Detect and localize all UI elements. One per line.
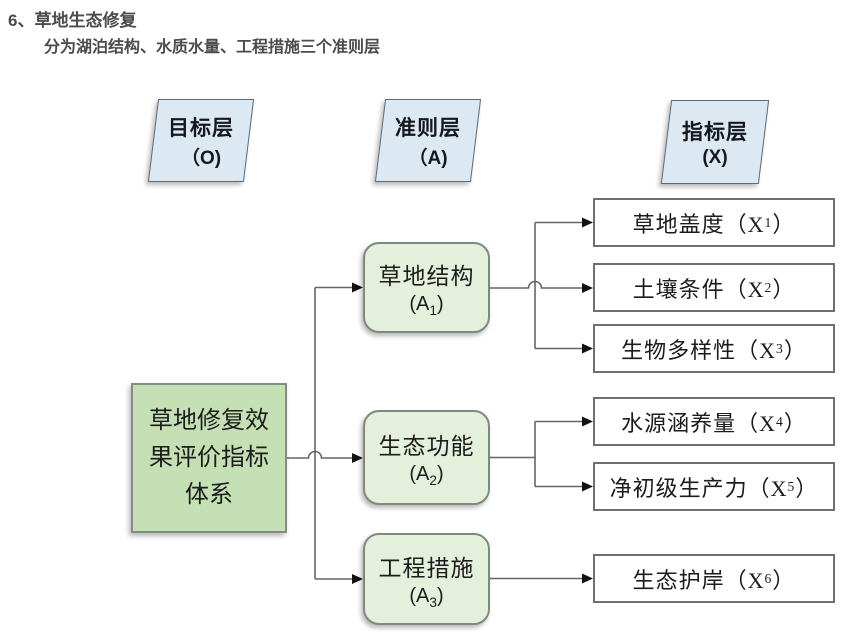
indicator-label: 草地盖度（X [632, 211, 765, 237]
criteria-code: (A3) [409, 585, 443, 610]
indicator-sub: 4 [776, 413, 784, 429]
criteria-name: 生态功能 [378, 434, 475, 459]
indicator-suffix: ） [772, 567, 796, 593]
indicator-label: 土壤条件（X [632, 276, 765, 302]
criteria-node-a2: 生态功能 (A2) [363, 410, 490, 505]
criteria-code: (A1) [409, 293, 443, 318]
section-subtitle: 分为湖泊结构、水质水量、工程措施三个准则层 [44, 39, 381, 56]
criteria-code-suffix: ) [436, 463, 444, 485]
indicator-suffix: ） [783, 337, 807, 363]
criteria-code-suffix: ) [436, 584, 444, 607]
layer-code: （O) [180, 147, 222, 169]
indicator-sub: 1 [764, 214, 773, 230]
indicator-sub: 5 [787, 478, 796, 494]
layer-label: 目标层 [168, 116, 234, 140]
arrowhead [582, 573, 593, 584]
indicator-sub: 3 [776, 340, 784, 356]
goal-node-line: 体系 [185, 481, 233, 508]
criteria-code-suffix: ) [436, 293, 444, 315]
layer-label: 准则层 [395, 116, 461, 140]
arrowhead [582, 217, 593, 228]
criteria-node-a3: 工程措施 (A3) [363, 533, 490, 625]
goal-node-line: 草地修复效 [149, 407, 269, 434]
layer-header-indicator: 指标层 (X) [660, 100, 770, 184]
arrowhead [582, 481, 593, 492]
criteria-code-prefix: (A [409, 584, 430, 607]
indicator-label: 生态护岸（X [632, 567, 765, 593]
layer-header-goal-inner: 目标层 （O) [154, 100, 248, 181]
indicator-suffix: ） [772, 276, 796, 302]
connector-a1-x2 [490, 280, 582, 289]
arrowhead [352, 574, 363, 584]
indicator-sub: 6 [764, 570, 773, 586]
goal-node: 草地修复效 果评价指标 体系 [131, 383, 287, 533]
indicator-sub: 2 [764, 279, 773, 295]
indicator-suffix: ） [772, 211, 796, 237]
criteria-code-sub: 1 [429, 303, 437, 318]
criteria-code-sub: 3 [429, 594, 437, 610]
criteria-code: (A2) [409, 463, 443, 488]
criteria-code-prefix: (A [409, 293, 430, 315]
connector-goal-a2 [287, 450, 352, 459]
layer-header-goal: 目标层 （O) [147, 99, 255, 182]
goal-node-line: 果评价指标 [149, 444, 269, 471]
indicator-label: 水源涵养量（X [621, 410, 777, 436]
criteria-code-sub: 2 [429, 473, 437, 488]
arrowhead [582, 416, 593, 427]
layer-code: (X) [702, 146, 728, 168]
criteria-name: 草地结构 [378, 264, 475, 289]
arrowhead [352, 453, 363, 463]
indicator-label: 净初级生产力（X [609, 475, 788, 501]
layer-header-criteria: 准则层 （A) [374, 99, 482, 182]
criteria-code-prefix: (A [409, 463, 430, 485]
indicator-suffix: ） [795, 475, 819, 501]
indicator-label: 生物多样性（X [621, 337, 777, 363]
criteria-node-a1: 草地结构 (A1) [363, 242, 490, 333]
arrowhead [582, 343, 593, 354]
layer-header-indicator-inner: 指标层 (X) [667, 101, 763, 183]
layer-label: 指标层 [682, 120, 748, 144]
arrowhead [582, 283, 593, 293]
layer-header-criteria-inner: 准则层 （A) [381, 100, 475, 181]
criteria-name: 工程措施 [378, 555, 475, 581]
indicator-suffix: ） [783, 410, 807, 436]
section-title: 6、草地生态修复 [8, 11, 137, 30]
arrowhead [352, 282, 363, 293]
layer-code: （A) [408, 147, 448, 169]
